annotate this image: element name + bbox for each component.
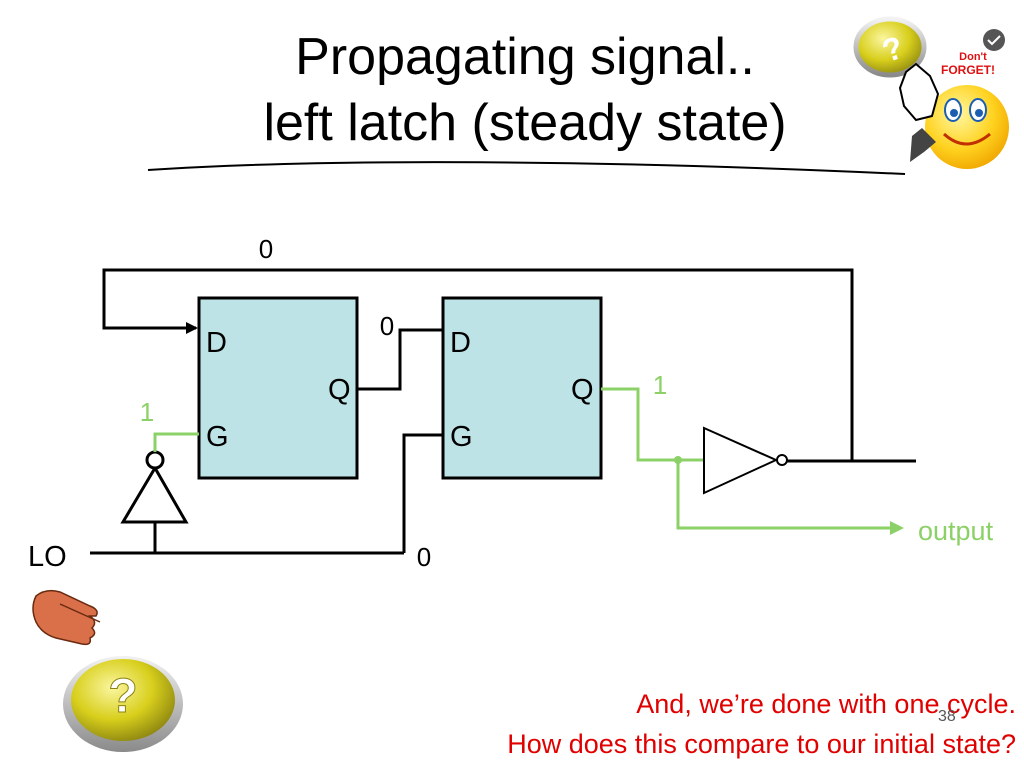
sticker-text-line-2: FORGET! [941, 63, 995, 77]
lo-inverter-bubble [145, 450, 165, 470]
left-q-value-label: 0 [380, 311, 394, 341]
inverter-to-left-g-wire [153, 432, 199, 452]
feedback-value-label: 0 [259, 234, 273, 264]
feedback-arrowhead [186, 322, 198, 334]
right-latch-q-label: Q [571, 374, 594, 406]
smiley-right-pupil [975, 109, 983, 117]
right-q-output-wire [601, 387, 704, 462]
check-badge-icon [983, 29, 1005, 51]
pointing-hand-icon [898, 62, 940, 122]
smiley-left-pupil [950, 109, 958, 117]
slide-title: Propagating signal.. left latch (steady … [130, 24, 920, 156]
lo-to-right-g-wire [402, 433, 443, 553]
left-latch-q-label: Q [328, 374, 351, 406]
feedback-wire [102, 268, 854, 461]
left-latch-d-label: D [206, 327, 227, 359]
output-label: output [918, 516, 994, 546]
bottom-caption-line-1: And, we’re done with one cycle. [636, 689, 1016, 719]
left-g-value-label: 1 [140, 397, 154, 427]
output-wire [676, 460, 896, 530]
bottom-caption-line-2: How does this compare to our initial sta… [507, 729, 1016, 759]
title-line-1: Propagating signal.. [295, 28, 755, 86]
lo-inverter-gate [120, 465, 189, 524]
bottom-caption: And, we’re done with one cycle. How does… [507, 684, 1016, 764]
sticker-text-line-1: Don't [959, 51, 987, 63]
output-inverter-gate [703, 426, 779, 495]
left-latch-box [197, 296, 359, 480]
question-button-icon[interactable]: ? [63, 656, 183, 752]
left-q-to-right-d-wire [357, 328, 443, 391]
title-underline [147, 161, 906, 175]
slide-number: 38 [938, 708, 956, 725]
pen-icon [910, 128, 936, 162]
smiley-mouth [942, 132, 991, 146]
lo-value-label: 0 [417, 542, 431, 572]
right-latch-box [441, 296, 603, 480]
right-latch-g-label: G [450, 421, 473, 453]
right-latch-d-label: D [450, 327, 471, 359]
output-arrowhead [890, 521, 904, 535]
question-glyph: ? [108, 670, 137, 723]
check-mark [987, 35, 1001, 46]
lo-label: LO [28, 541, 67, 573]
left-latch-g-label: G [206, 421, 229, 453]
dont-forget-sticker: ? Don't FORGET! [853, 16, 1009, 169]
pointing-hand-icon-lo [32, 589, 101, 646]
right-q-value-label: 1 [653, 370, 667, 400]
sticker-button-icon [853, 16, 927, 78]
output-inverter-bubble [776, 454, 788, 466]
title-line-2: left latch (steady state) [263, 94, 787, 152]
